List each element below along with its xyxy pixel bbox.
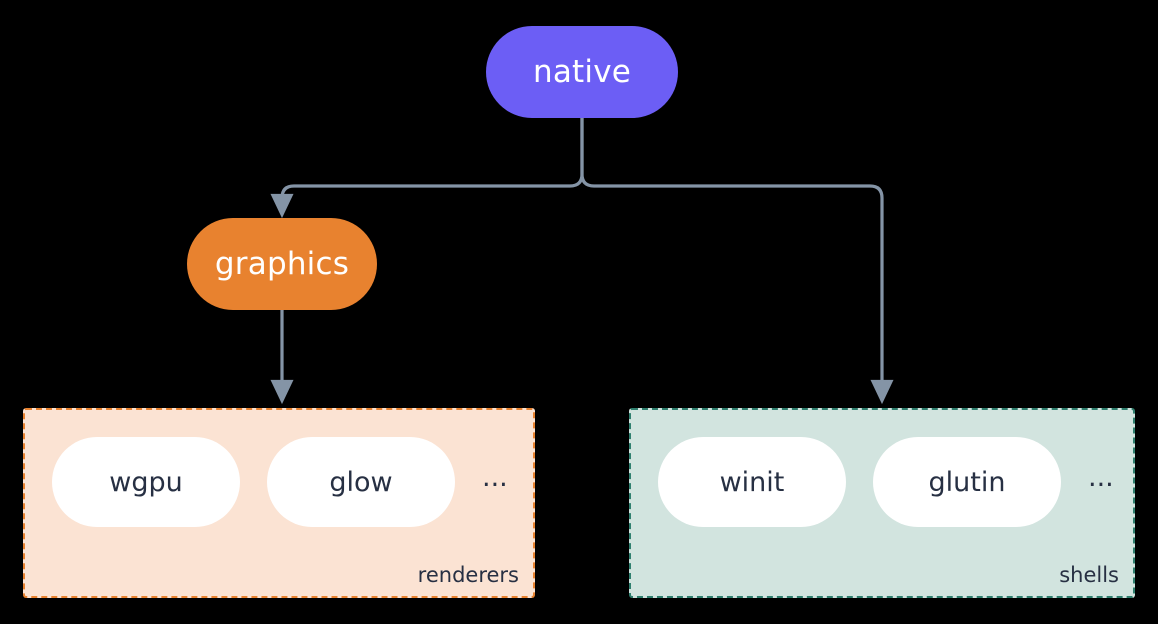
group-renderers-label: renderers bbox=[417, 563, 519, 587]
node-glutin-label: glutin bbox=[928, 466, 1006, 498]
node-wgpu[interactable]: wgpu bbox=[52, 437, 240, 527]
node-glutin[interactable]: glutin bbox=[873, 437, 1061, 527]
edge-native-to-shells bbox=[580, 116, 894, 405]
group-renderers-items: wgpu glow ... bbox=[52, 437, 508, 527]
node-native[interactable]: native bbox=[486, 26, 678, 118]
node-glow-label: glow bbox=[329, 466, 393, 498]
node-native-label: native bbox=[532, 53, 632, 90]
node-glow[interactable]: glow bbox=[267, 437, 455, 527]
node-graphics-label: graphics bbox=[214, 245, 350, 282]
edge-native-to-graphics bbox=[270, 116, 584, 219]
node-wgpu-label: wgpu bbox=[109, 466, 183, 498]
node-winit[interactable]: winit bbox=[658, 437, 846, 527]
node-winit-label: winit bbox=[719, 466, 785, 498]
node-graphics[interactable]: graphics bbox=[187, 218, 377, 310]
group-renderers[interactable]: wgpu glow ... renderers bbox=[23, 408, 535, 598]
group-shells-label: shells bbox=[1059, 563, 1119, 587]
renderers-more-ellipsis: ... bbox=[482, 461, 508, 493]
shells-more-ellipsis: ... bbox=[1088, 461, 1114, 493]
group-shells-items: winit glutin ... bbox=[658, 437, 1114, 527]
group-shells[interactable]: winit glutin ... shells bbox=[629, 408, 1135, 598]
